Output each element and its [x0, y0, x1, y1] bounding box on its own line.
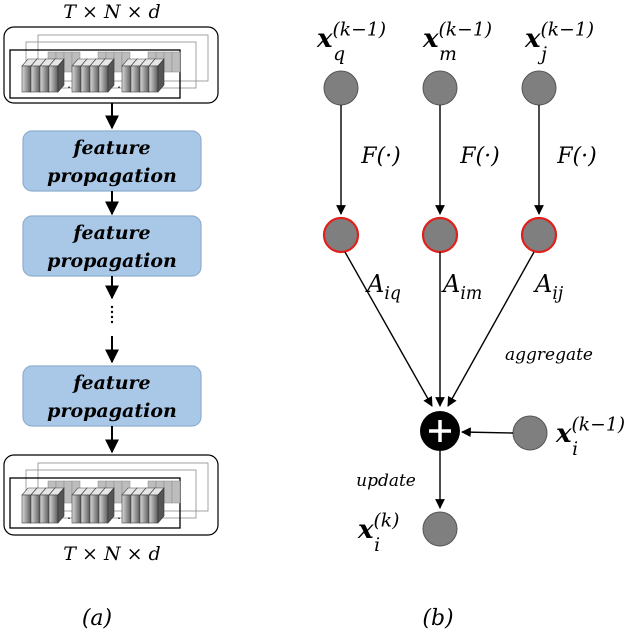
input-prism-group: ……: [21, 51, 181, 93]
tensor-prism: [98, 487, 115, 524]
weight-label-im: Aim: [441, 270, 482, 304]
block-2-line2: propagation: [47, 250, 177, 272]
tensor-back-prism: [113, 51, 123, 73]
tensor-back-prism: [163, 51, 173, 73]
source-node-j: [521, 70, 557, 106]
source-labels: x(k−1)q x(k−1)m x(k−1)j: [316, 19, 594, 65]
tensor-back-prism: [63, 480, 73, 504]
feature-propagation-block-2: feature propagation: [22, 215, 202, 277]
output-tensor-stack: ……: [3, 454, 219, 536]
tensor-back-prism: [113, 480, 123, 504]
weight-label-iq: Aiq: [365, 270, 401, 304]
tensor-back-prism: [163, 480, 173, 504]
transform-label-j: F(·): [556, 144, 596, 169]
caption-b: (b): [422, 606, 453, 631]
weight-label-ij: Aij: [533, 270, 564, 304]
output-node-i: [422, 511, 458, 547]
caption-a: (a): [82, 606, 112, 631]
source-node-m: [422, 70, 458, 106]
input-tensor-dimension: T × N × d: [63, 1, 160, 23]
output-prism-group: ……: [21, 480, 181, 524]
tensor-prism: [148, 487, 165, 524]
source-label-m: x(k−1)m: [422, 19, 492, 65]
block-3-line1: feature: [71, 372, 150, 394]
transformed-node-j: [520, 216, 558, 254]
transformed-node-q: [322, 216, 360, 254]
tensor-back-prism: [171, 51, 181, 73]
block-3-line2: propagation: [47, 400, 177, 422]
tensor-prism: [48, 487, 65, 524]
source-node-q: [323, 70, 359, 106]
source-label-q: x(k−1)q: [316, 19, 386, 65]
transform-label-q: F(·): [360, 144, 400, 169]
node-labels: x(k−1)i x(k)i: [357, 414, 625, 556]
feature-propagation-block-1: feature propagation: [22, 130, 202, 192]
source-label-j: x(k−1)j: [524, 19, 594, 65]
block-1-line1: feature: [71, 137, 150, 159]
transform-label-m: F(·): [459, 144, 499, 169]
tensor-prism: [48, 58, 65, 93]
tensor-prism: [148, 58, 165, 93]
tensor-prism: [98, 58, 115, 93]
input-tensor-stack: ……: [3, 26, 219, 104]
block-2-line1: feature: [71, 222, 150, 244]
block-1-line2: propagation: [47, 165, 177, 187]
vertical-ellipsis: [110, 305, 114, 324]
aggregate-label: aggregate: [505, 345, 593, 365]
update-label: update: [356, 471, 416, 491]
tensor-back-prism: [171, 480, 181, 504]
output-node-label: x(k)i: [357, 510, 399, 556]
aggregation-sum-node: [420, 411, 460, 451]
panel-a: T × N × d …… feature propagation feature…: [3, 1, 219, 631]
panel-b: x(k−1)q x(k−1)m x(k−1)j F(·) F(·) F(·) Aiq…: [316, 19, 625, 631]
input-tensor-front-frame: [9, 49, 181, 99]
self-node-i: [512, 415, 548, 451]
transformed-node-m: [421, 216, 459, 254]
self-node-label: x(k−1)i: [555, 414, 625, 460]
output-tensor-dimension: T × N × d: [63, 543, 160, 565]
weight-labels: Aiq Aim Aij: [365, 270, 564, 304]
feature-propagation-block-3: feature propagation: [22, 365, 202, 427]
tensor-back-prism: [63, 51, 73, 73]
